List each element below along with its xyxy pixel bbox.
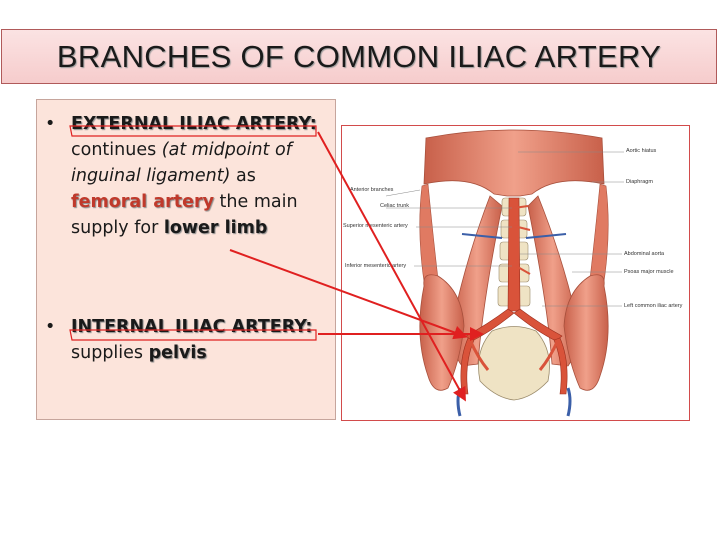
label-aortic-hiatus: Aortic hiatus (626, 148, 657, 154)
arrow-external-to-femoral (317, 131, 466, 402)
pelvis-term: pelvis (148, 343, 207, 363)
left-external-iliac-vessel (460, 337, 475, 395)
right-femoral-vein (566, 387, 572, 417)
inf-mesenteric-vessel (515, 265, 531, 275)
label-inferior-mesenteric: Inferior mesenteric artery (345, 263, 407, 269)
title-banner: BRANCHES OF COMMON ILIAC ARTERY (1, 29, 717, 84)
label-abdominal-aorta: Abdominal aorta (624, 251, 665, 257)
text-main-supply: the main supply for (71, 192, 298, 238)
label-diaphragm: Diaphragm (626, 179, 653, 185)
text-supplies: supplies (71, 343, 149, 363)
bullet-marker: • (45, 114, 56, 134)
label-left-common-iliac: Left common iliac artery (624, 303, 683, 309)
internal-iliac-heading: INTERNAL ILIAC ARTERY: (71, 317, 313, 337)
left-renal-vein (461, 233, 503, 239)
diaphragm-shape (423, 129, 605, 197)
text-panel: • EXTERNAL ILIAC ARTERY: continues (at m… (36, 99, 336, 420)
right-iliacus-muscle (563, 274, 609, 391)
left-internal-iliac-vessel (468, 339, 490, 371)
highlight-external-iliac (69, 125, 317, 137)
right-renal-vein (525, 233, 567, 239)
bullet-body: INTERNAL ILIAC ARTERY: supplies pelvis (71, 314, 331, 366)
bullet-body: EXTERNAL ILIAC ARTERY: continues (at mid… (71, 111, 331, 241)
text-continues: continues (71, 140, 162, 160)
leader-anterior-branches (385, 189, 421, 197)
label-celiac-trunk: Celiac trunk (380, 203, 410, 209)
pelvis-bone (478, 326, 550, 401)
slide-title: BRANCHES OF COMMON ILIAC ARTERY (56, 38, 662, 74)
right-internal-iliac-vessel (538, 339, 560, 371)
label-superior-mesenteric: Superior mesenteric artery (343, 223, 408, 229)
bullet-internal-iliac: • INTERNAL ILIAC ARTERY: supplies pelvis (45, 314, 331, 366)
text-as: as (230, 166, 256, 186)
bullet-marker: • (45, 317, 56, 337)
text-midpoint: (at midpoint of inguinal ligament) (71, 140, 292, 186)
bullet-external-iliac: • EXTERNAL ILIAC ARTERY: continues (at m… (45, 111, 331, 241)
sup-mesenteric-vessel (513, 225, 531, 231)
femoral-artery-term: femoral artery (71, 192, 214, 212)
celiac-trunk-vessel (513, 205, 529, 209)
highlight-internal-iliac (69, 329, 317, 341)
lower-limb-term: lower limb (163, 218, 268, 238)
external-iliac-heading: EXTERNAL ILIAC ARTERY: (71, 114, 317, 134)
left-iliacus-muscle (419, 274, 465, 391)
right-external-iliac-vessel (553, 337, 568, 395)
label-anterior-branches: Anterior branches (350, 187, 394, 193)
label-psoas-major: Psoas major muscle (624, 269, 674, 275)
arrow-external-to-femoral-2 (229, 249, 468, 340)
